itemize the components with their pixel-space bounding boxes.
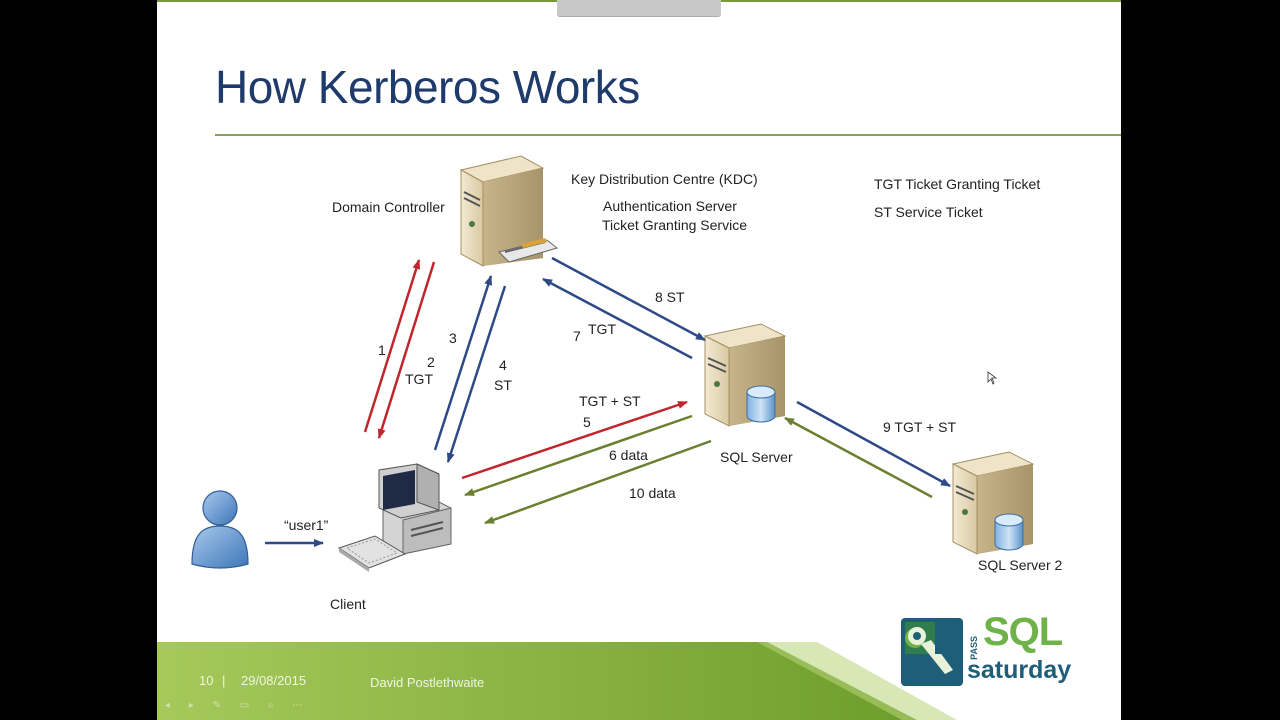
client-label: Client [330,596,366,612]
arrow-4-dc-to-client [448,286,505,462]
footer-author: David Postlethwaite [370,675,484,690]
step-7-label: 7 [573,328,581,344]
kdc-heading: Key Distribution Centre (KDC) [571,171,758,187]
arrow-3-client-to-dc [435,276,491,450]
footer-date: 29/08/2015 [241,673,306,688]
arrow-2-dc-to-client [379,262,434,438]
client-computer-icon [339,464,451,572]
step-2-tgt-label: TGT [405,371,433,387]
step-9-label: 9 TGT + ST [883,419,956,435]
legend-st: ST Service Ticket [874,204,983,220]
arrow-1-client-to-dc [365,260,419,432]
mouse-cursor-icon [988,372,996,384]
step-5-label: 5 [583,414,591,430]
domain-controller-server-icon [461,156,557,266]
sql-server-2-icon [953,452,1033,554]
sql-server-label: SQL Server [720,449,793,465]
step-7-tgt-label: TGT [588,321,616,337]
step-6-label: 6 data [609,447,648,463]
logo-saturday-text: saturday [967,655,1071,685]
step-3-label: 3 [449,330,457,346]
arrow-5-client-to-sql [462,402,687,478]
sql-server-2-label: SQL Server 2 [978,557,1062,573]
arrow-10-sql-to-client [485,441,711,523]
user1-label: “user1” [284,517,328,533]
slide-nav-controls[interactable]: ◂ ▸ ✎ ▭ ⌕ ⋯ [165,700,310,711]
step-5-tgt-st-label: TGT + ST [579,393,641,409]
step-4-label: 4 [499,357,507,373]
page-number: 10 [199,673,213,688]
user-person-icon [192,491,248,568]
authentication-server-label: Authentication Server [603,198,737,214]
step-10-label: 10 data [629,485,676,501]
sql-saturday-logo-icon [901,618,963,686]
step-2-label: 2 [427,354,435,370]
step-1-label: 1 [378,342,386,358]
step-4-st-label: ST [494,377,512,393]
legend-tgt: TGT Ticket Granting Ticket [874,176,1040,192]
logo-sql-text: SQL [983,612,1062,652]
sql-server-icon [705,324,785,426]
kerberos-diagram [157,0,1121,720]
ticket-granting-service-label: Ticket Granting Service [602,217,747,233]
slide: How Kerberos Works [157,0,1121,720]
footer-separator: | [222,673,225,688]
arrow-9-sql-to-sql2 [797,402,950,486]
step-8-label: 8 ST [655,289,685,305]
arrow-6-sql-to-client [465,416,692,495]
domain-controller-label: Domain Controller [332,199,445,215]
